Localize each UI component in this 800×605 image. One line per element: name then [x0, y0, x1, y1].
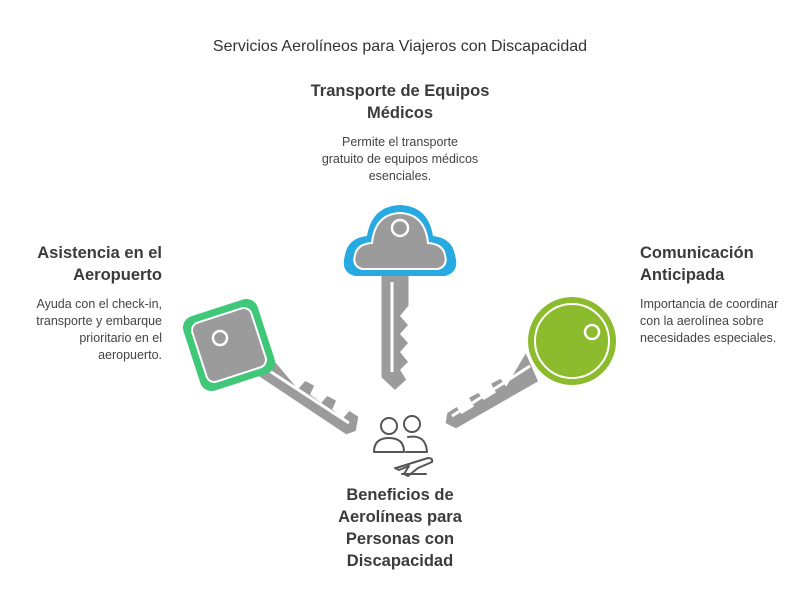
- item-description: Importancia de coordinar con la aerolíne…: [640, 297, 779, 345]
- item-description: Ayuda con el check-in, transporte y emba…: [36, 297, 162, 362]
- item-medical-equipment: Transporte de Equipos Médicos Permite el…: [300, 80, 500, 185]
- item-title: Transporte de Equipos Médicos: [310, 82, 490, 122]
- item-title: Comunicación Anticipada: [640, 244, 754, 284]
- diagram-title: Servicios Aerolíneos para Viajeros con D…: [212, 38, 588, 55]
- passengers-plane-icon: [373, 415, 434, 477]
- item-description: Permite el transporte gratuito de equipo…: [321, 135, 479, 183]
- item-advance-communication: Comunicación Anticipada Importancia de c…: [640, 242, 790, 347]
- cloud-key-icon: [343, 205, 457, 395]
- item-airport-assistance: Asistencia en el Aeropuerto Ayuda con el…: [18, 242, 162, 364]
- round-key-icon: [442, 297, 616, 432]
- square-key-icon: [182, 298, 362, 438]
- item-title: Asistencia en el Aeropuerto: [37, 244, 162, 284]
- center-label: Beneficios de Aerolíneas para Personas c…: [338, 486, 462, 570]
